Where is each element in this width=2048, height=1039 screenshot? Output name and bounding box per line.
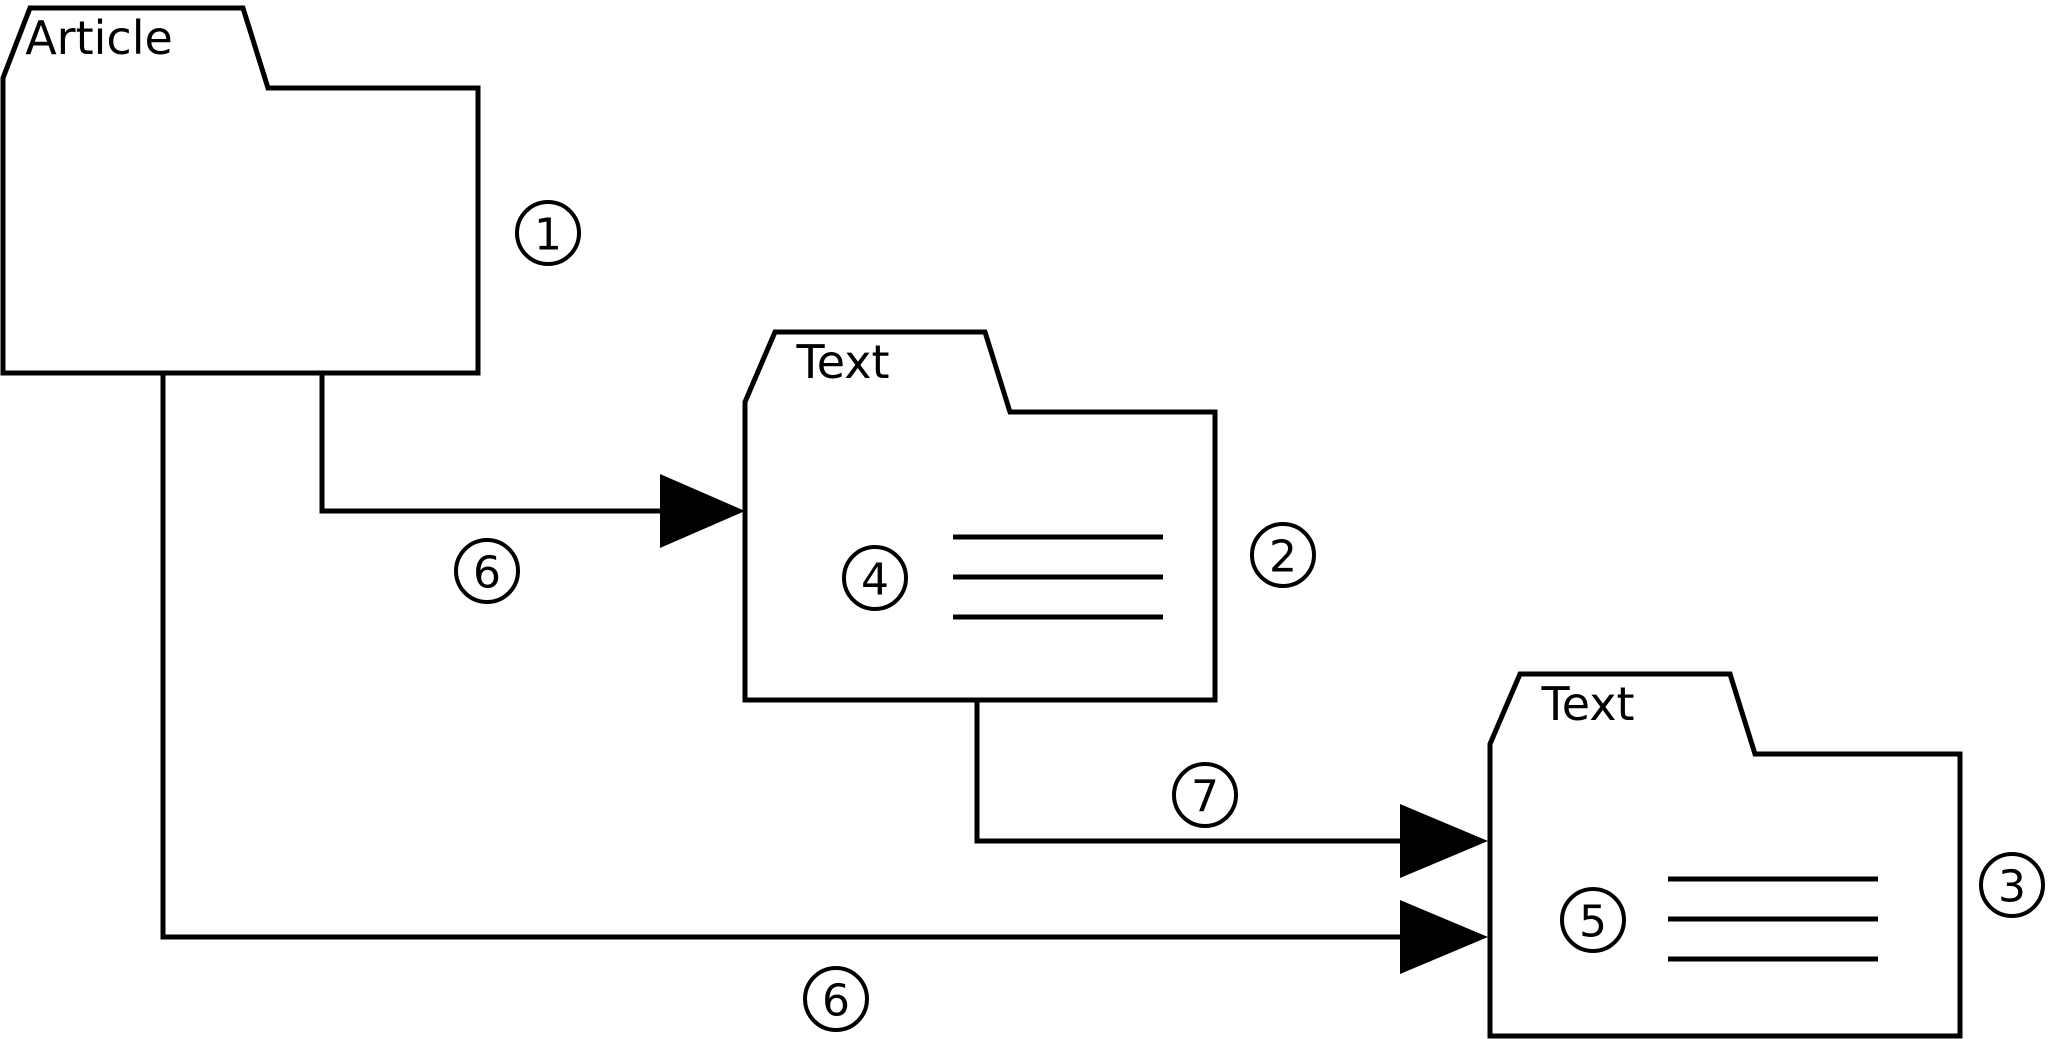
connector-label-circle-text-middle-to-text-right: [1172, 762, 1238, 828]
text-folder-right-badge-circle: [1979, 852, 2045, 918]
connector-article-to-text-right-arrowhead: [1400, 900, 1488, 974]
text-folder-middle-title: Text: [795, 335, 889, 389]
text-folder-right[interactable]: Text 5 3: [1487, 671, 2045, 1039]
connector-label-article-to-text-middle: 6: [473, 548, 501, 599]
text-folder-right-title: Text: [1540, 677, 1634, 731]
connector-label-text-middle-to-text-right: 7: [1191, 772, 1219, 823]
connector-text-middle-to-text-right[interactable]: 7: [974, 700, 1488, 878]
connector-label-article-to-text-right: 6: [822, 976, 850, 1027]
text-folder-right-content-badge: 5: [1579, 897, 1607, 948]
connector-text-middle-to-text-right-path: [974, 700, 1400, 844]
connector-article-to-text-right[interactable]: 6: [160, 373, 1488, 1032]
connector-article-to-text-middle-path: [319, 373, 660, 514]
connector-text-middle-to-text-right-arrowhead: [1400, 804, 1488, 878]
connector-article-to-text-middle-arrowhead: [660, 474, 745, 548]
connector-label-circle-article-to-text-middle: [454, 538, 520, 604]
text-folder-middle-content-badge: 4: [861, 555, 889, 606]
text-folder-middle[interactable]: Text 4 2: [742, 329, 1316, 703]
article-folder-badge-circle: [515, 200, 581, 266]
connector-article-to-text-right-path: [160, 373, 1400, 940]
article-folder-outline: [0, 5, 481, 376]
connector-article-to-text-middle[interactable]: 6: [319, 373, 745, 604]
article-folder[interactable]: Article 1: [0, 5, 581, 376]
text-folder-middle-badge: 2: [1269, 532, 1297, 583]
article-folder-badge: 1: [534, 210, 562, 261]
text-folder-middle-badge-circle: [1250, 522, 1316, 588]
text-folder-right-content-badge-circle: [1560, 887, 1626, 953]
article-folder-title: Article: [25, 11, 173, 65]
text-folder-right-badge: 3: [1998, 862, 2026, 913]
connector-label-circle-article-to-text-right: [803, 966, 869, 1032]
text-folder-middle-content-badge-circle: [842, 545, 908, 611]
